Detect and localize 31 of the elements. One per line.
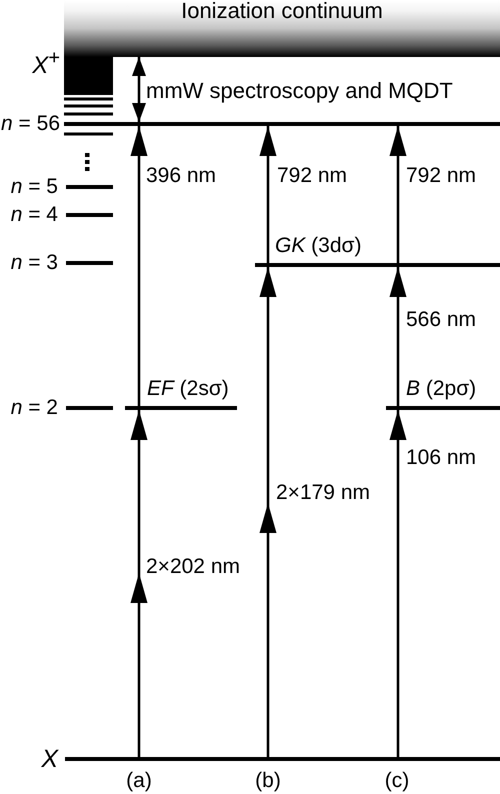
edge-label: 792 nm xyxy=(406,166,476,186)
level-label: X xyxy=(41,747,58,771)
arrow xyxy=(390,126,406,263)
column-label: (c) xyxy=(384,771,410,791)
arrow xyxy=(390,267,406,406)
arrow xyxy=(130,410,148,757)
level-label: n = 2 xyxy=(10,396,58,420)
arrow xyxy=(130,126,148,406)
edge-label: 2×202 nm xyxy=(146,557,240,577)
arrow xyxy=(260,126,276,263)
edge-label: 2×179 nm xyxy=(276,483,370,503)
edge-label: 566 nm xyxy=(406,310,476,330)
level-label: B (2pσ) xyxy=(406,377,476,401)
continuum-band xyxy=(64,0,500,57)
column-label: (a) xyxy=(126,771,152,791)
level-label: EF (2sσ) xyxy=(147,377,229,401)
level-label: GK (3dσ) xyxy=(275,234,362,258)
arrow xyxy=(260,267,276,757)
edge-label: 396 nm xyxy=(146,166,216,186)
column-label: (b) xyxy=(255,771,281,791)
band-label: Ionization continuum xyxy=(181,0,383,22)
edge-label: 106 nm xyxy=(406,448,476,468)
edge-label: 792 nm xyxy=(277,166,348,186)
level-label: n = 5 xyxy=(10,175,58,199)
arrow xyxy=(390,410,406,757)
state-label: X$^{+}$ xyxy=(32,46,60,79)
level-label: n = 56 xyxy=(1,112,60,136)
level-label: n = 4 xyxy=(10,203,58,227)
edge-label: mmW spectroscopy and MQDT xyxy=(146,81,453,101)
level-label: n = 3 xyxy=(10,251,58,275)
double-headed-arrow xyxy=(132,57,146,122)
